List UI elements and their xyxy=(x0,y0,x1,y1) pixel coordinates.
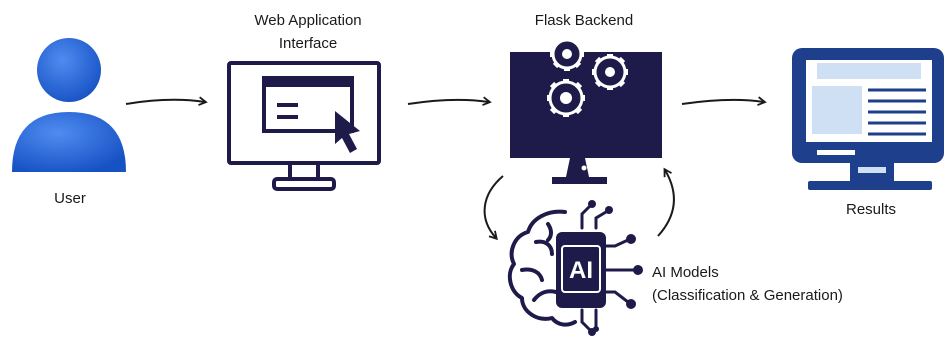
arrow-user-to-web xyxy=(125,96,208,106)
results-monitor-icon xyxy=(792,48,944,190)
user-icon xyxy=(12,38,126,172)
ai-label-line2: (Classification & Generation) xyxy=(652,287,843,304)
gear-icon xyxy=(550,37,584,71)
gear-icon xyxy=(547,79,585,117)
gear-icon xyxy=(592,54,628,90)
arrow-flask-to-results xyxy=(681,96,767,106)
ai-brain-icon: AI xyxy=(507,200,643,336)
monitor-gears-icon xyxy=(510,37,662,184)
web-app-label-line1: Web Application xyxy=(254,12,362,29)
ai-label-line1: AI Models xyxy=(652,264,719,281)
ai-chip-text: AI xyxy=(569,257,593,284)
arrow-flask-to-ai xyxy=(483,175,504,241)
results-label: Results xyxy=(845,201,897,218)
user-label: User xyxy=(54,190,86,207)
web-app-label-line2: Interface xyxy=(278,35,338,52)
arrow-ai-to-flask xyxy=(657,167,676,237)
flask-label: Flask Backend xyxy=(534,12,634,29)
arrow-web-to-flask xyxy=(407,96,492,106)
monitor-cursor-icon xyxy=(227,61,381,191)
